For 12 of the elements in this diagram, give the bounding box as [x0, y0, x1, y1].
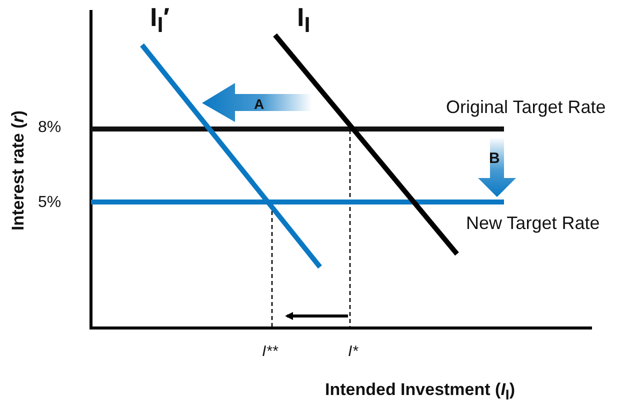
tick-label: 5%	[38, 195, 62, 211]
curve-label: I$_{I}$′	[150, 4, 170, 36]
axis-title: Intended Investment (I$_{I}$)	[325, 381, 516, 403]
line-label: Original Target Rate	[446, 98, 606, 116]
arrow-label: A	[254, 97, 264, 111]
arrow-label: B	[489, 151, 500, 166]
line-label: New Target Rate	[466, 214, 600, 232]
tick-label: I**	[262, 344, 278, 359]
tick-label: 8%	[38, 120, 62, 136]
axis-title: Interest rate (r)	[10, 110, 26, 230]
curve-label: I$_{I}$	[297, 4, 310, 36]
tick-label: I*	[348, 344, 358, 359]
